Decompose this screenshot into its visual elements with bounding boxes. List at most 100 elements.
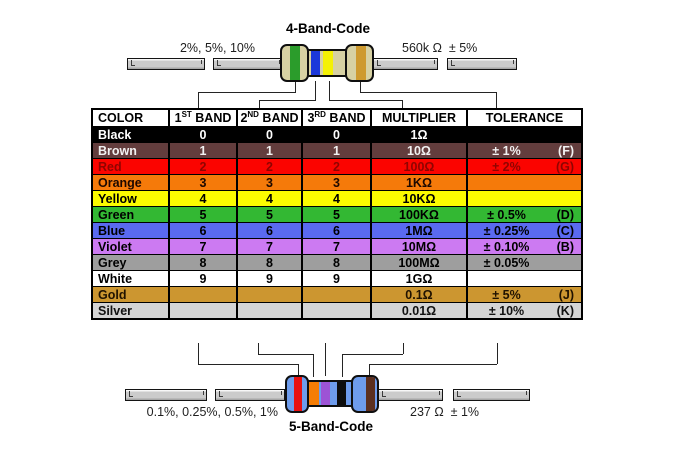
cell-grey-band2: 8 bbox=[236, 254, 303, 271]
band-blue bbox=[311, 51, 320, 75]
tolerance-value: ± 10% bbox=[488, 303, 525, 318]
cell-grey-tolerance: ± 0.05% bbox=[466, 254, 583, 271]
cell-silver-multiplier: 0.01Ω bbox=[370, 302, 468, 320]
cell-green-tolerance: ± 0.5%(D) bbox=[466, 206, 583, 223]
band-red bbox=[294, 377, 302, 411]
five-band-title: 5-Band-Code bbox=[289, 419, 373, 434]
table-header-row: COLOR 1ST BAND 2ND BAND 3RD BAND MULTIPL… bbox=[91, 108, 583, 127]
tolerance-letter: (B) bbox=[556, 239, 574, 254]
cell-orange-multiplier: 1KΩ bbox=[370, 174, 468, 191]
resistor-lead bbox=[125, 389, 207, 401]
cell-orange-name: Orange bbox=[91, 174, 170, 191]
header-2nd-band: 2ND BAND bbox=[236, 108, 303, 127]
connector-line bbox=[315, 81, 316, 100]
cell-silver-band2 bbox=[236, 302, 303, 320]
band-gold bbox=[356, 46, 366, 80]
cell-violet-multiplier: 10MΩ bbox=[370, 238, 468, 255]
cell-brown-multiplier: 10Ω bbox=[370, 142, 468, 159]
cell-gold-multiplier: 0.1Ω bbox=[370, 286, 468, 303]
color-code-table: COLOR 1ST BAND 2ND BAND 3RD BAND MULTIPL… bbox=[91, 108, 583, 320]
band-orange bbox=[309, 382, 319, 405]
connector-line bbox=[329, 81, 330, 100]
cell-yellow-band1: 4 bbox=[168, 190, 238, 207]
header-1st-band: 1ST BAND bbox=[168, 108, 238, 127]
header-color: COLOR bbox=[91, 108, 170, 127]
connector-line bbox=[360, 81, 361, 92]
cell-blue-multiplier: 1MΩ bbox=[370, 222, 468, 239]
resistor-lead bbox=[447, 58, 517, 70]
cell-white-multiplier: 1GΩ bbox=[370, 270, 468, 287]
tolerance-value: ± 0.10% bbox=[483, 239, 530, 254]
cell-brown-tolerance: ± 1% (F) bbox=[466, 142, 583, 159]
tolerance-value: ± 0.05% bbox=[483, 255, 530, 270]
cell-black-name: Black bbox=[91, 126, 170, 143]
cell-red-name: Red bbox=[91, 158, 170, 175]
cell-red-band2: 2 bbox=[236, 158, 303, 175]
cell-violet-tolerance: ± 0.10% (B) bbox=[466, 238, 583, 255]
cell-gold-band2 bbox=[236, 286, 303, 303]
cell-white-name: White bbox=[91, 270, 170, 287]
cell-white-band2: 9 bbox=[236, 270, 303, 287]
cell-brown-band2: 1 bbox=[236, 142, 303, 159]
cell-blue-band1: 6 bbox=[168, 222, 238, 239]
cell-white-band1: 9 bbox=[168, 270, 238, 287]
resistor-lead bbox=[453, 389, 530, 401]
cell-brown-band3: 1 bbox=[301, 142, 372, 159]
tolerance-value: ± 2% bbox=[492, 159, 521, 174]
resistor-lead bbox=[378, 389, 443, 401]
cell-yellow-multiplier: 10KΩ bbox=[370, 190, 468, 207]
cell-brown-name: Brown bbox=[91, 142, 170, 159]
cell-gold-name: Gold bbox=[91, 286, 170, 303]
cell-yellow-band3: 4 bbox=[301, 190, 372, 207]
four-band-tolerance-options-label: 2%, 5%, 10% bbox=[179, 41, 255, 55]
band-black bbox=[337, 382, 346, 405]
connector-line bbox=[259, 100, 316, 108]
cell-brown-band1: 1 bbox=[168, 142, 238, 159]
tolerance-value: ± 0.25% bbox=[483, 223, 530, 238]
five-band-resistor bbox=[283, 374, 383, 414]
cell-black-tolerance bbox=[466, 126, 583, 143]
cell-white-band3: 9 bbox=[301, 270, 372, 287]
tolerance-letter: (G) bbox=[555, 159, 574, 174]
cell-gold-band3 bbox=[301, 286, 372, 303]
five-band-tolerance-options-label: 0.1%, 0.25%, 0.5%, 1% bbox=[146, 405, 278, 419]
connector-line bbox=[295, 81, 296, 92]
cell-violet-band2: 7 bbox=[236, 238, 303, 255]
resistor-body bbox=[305, 49, 351, 77]
cell-orange-band1: 3 bbox=[168, 174, 238, 191]
resistor-lead bbox=[215, 389, 285, 401]
connector-line bbox=[258, 354, 314, 377]
tolerance-letter: (F) bbox=[558, 143, 574, 158]
connector-line bbox=[325, 343, 326, 376]
tolerance-letter: (C) bbox=[556, 223, 574, 238]
cell-violet-band3: 7 bbox=[301, 238, 372, 255]
cell-blue-band3: 6 bbox=[301, 222, 372, 239]
header-tolerance: TOLERANCE bbox=[466, 108, 583, 127]
resistor-cap-left bbox=[285, 375, 309, 413]
tolerance-value: ± 1% bbox=[492, 143, 521, 158]
resistor-lead bbox=[213, 58, 283, 70]
connector-line bbox=[403, 343, 404, 354]
cell-black-band3: 0 bbox=[301, 126, 372, 143]
four-band-title: 4-Band-Code bbox=[286, 21, 370, 36]
cell-yellow-tolerance bbox=[466, 190, 583, 207]
connector-line bbox=[198, 92, 296, 108]
cell-green-band2: 5 bbox=[236, 206, 303, 223]
cell-grey-band1: 8 bbox=[168, 254, 238, 271]
cell-orange-band2: 3 bbox=[236, 174, 303, 191]
cell-grey-multiplier: 100MΩ bbox=[370, 254, 468, 271]
resistor-cap-left bbox=[280, 44, 309, 82]
tolerance-value: ± 5% bbox=[492, 287, 521, 302]
cell-blue-name: Blue bbox=[91, 222, 170, 239]
tolerance-letter: (K) bbox=[556, 303, 574, 318]
cell-blue-tolerance: ± 0.25% (C) bbox=[466, 222, 583, 239]
